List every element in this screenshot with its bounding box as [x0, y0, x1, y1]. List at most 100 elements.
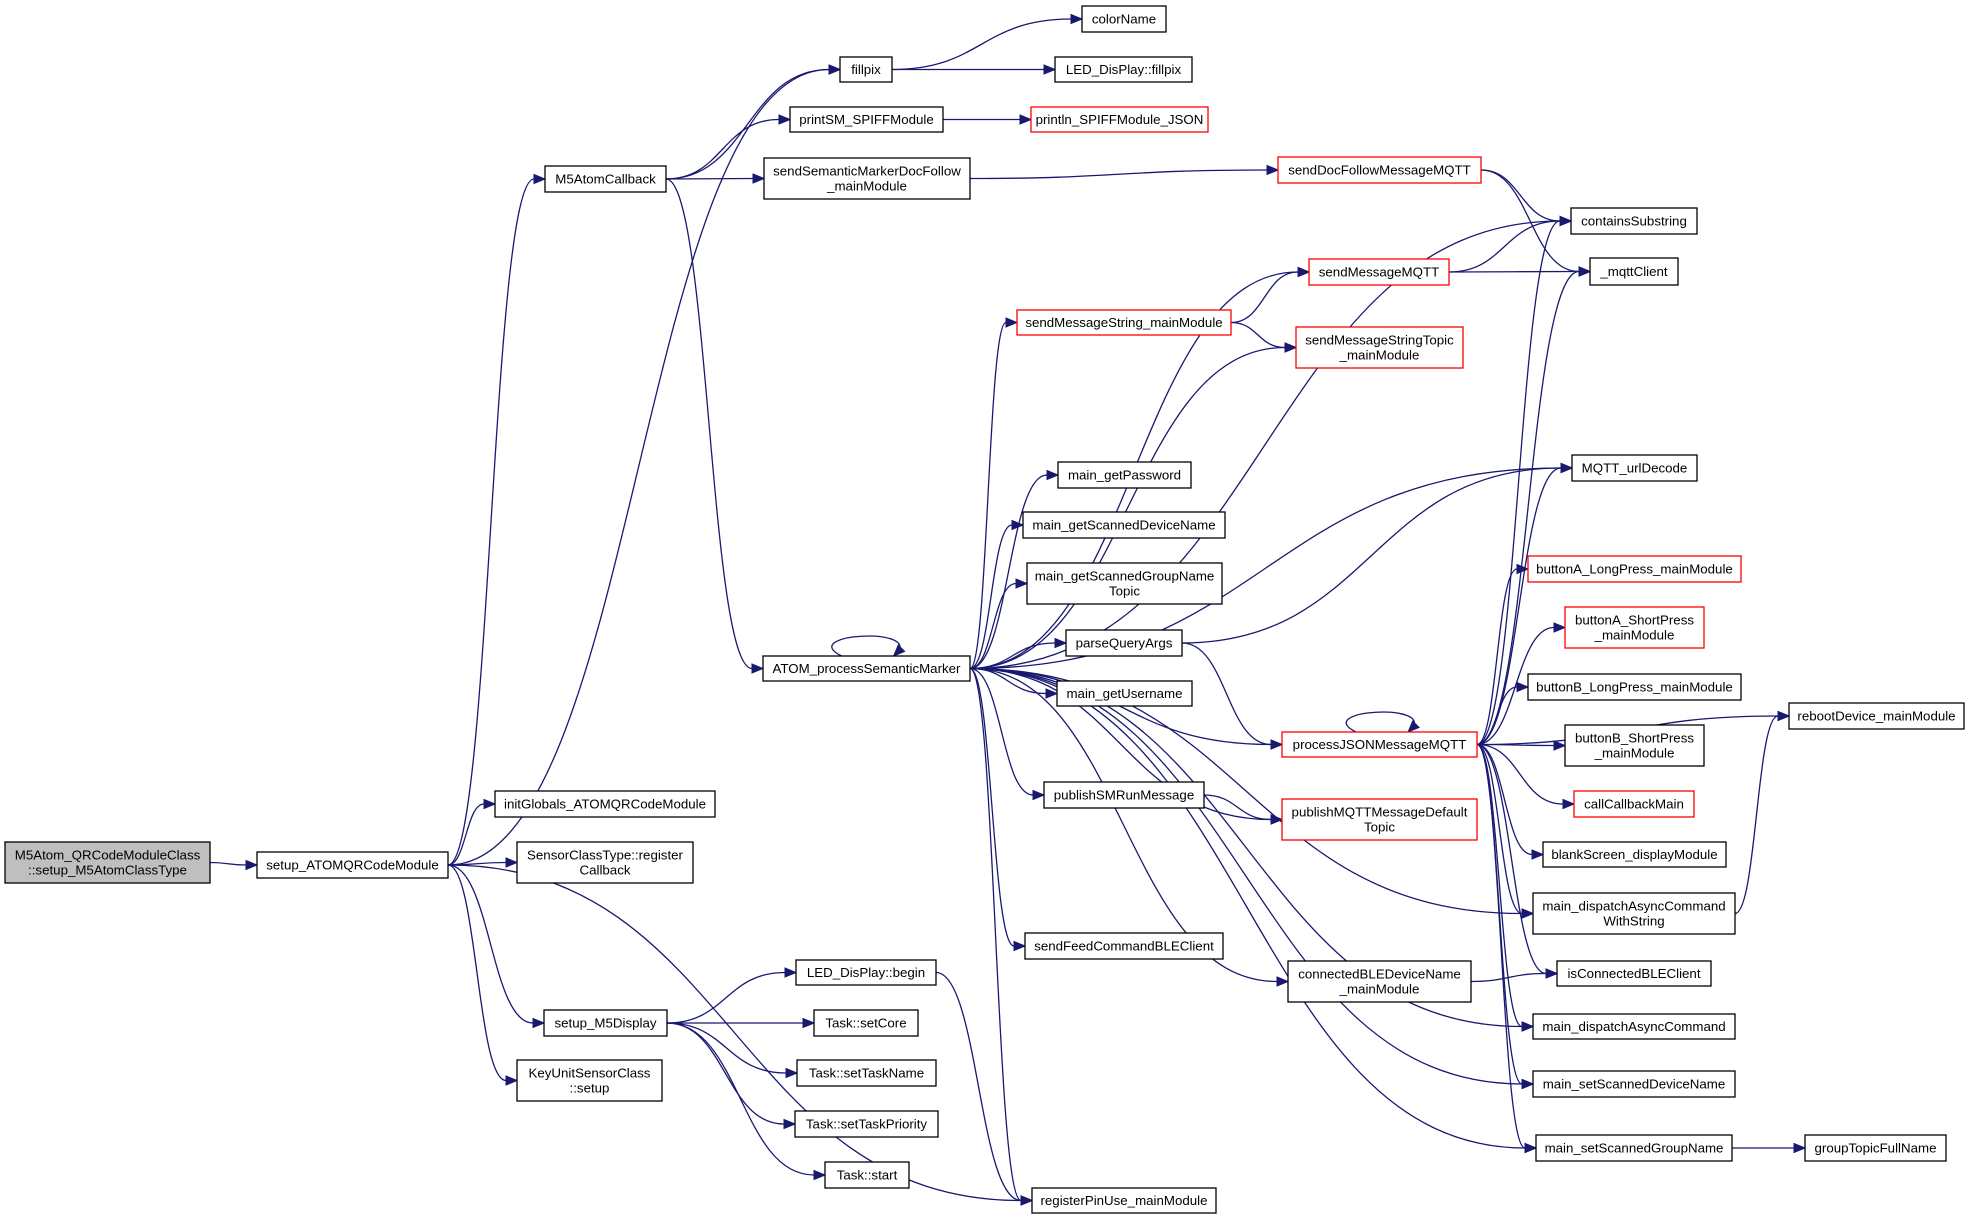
edge-line — [665, 68, 830, 180]
node-blankscreen-displaymodule[interactable]: blankScreen_displayModule — [1542, 841, 1727, 868]
node-box — [1589, 257, 1679, 286]
node-publishsmrunmessage[interactable]: publishSMRunMessage — [1043, 781, 1205, 809]
node-rebootdevice-mainmodule[interactable]: rebootDevice_mainModule — [1788, 702, 1965, 730]
edge-line — [1230, 271, 1299, 324]
edge-atomProc-to-atomProc — [831, 635, 906, 657]
arrowhead-icon — [1553, 622, 1567, 633]
edge-setupM5Disp-to-setTaskPrio — [666, 1022, 797, 1130]
edge-line — [935, 971, 1022, 1202]
node-label: main_setScannedGroupName — [1545, 1141, 1724, 1156]
edge-setupAtom-to-setupM5Disp — [447, 864, 546, 1029]
node-sendmessagestring-mainmodule[interactable]: sendMessageString_mainModule — [1016, 309, 1232, 336]
arrowhead-icon — [828, 64, 842, 75]
edge-setupAtom-to-keyUnit — [447, 864, 519, 1086]
node-led-display-begin[interactable]: LED_DisPlay::begin — [795, 959, 937, 986]
node-main-getscanneddevicename[interactable]: main_getScannedDeviceName — [1022, 511, 1226, 539]
node-label: sendMessageString_mainModule — [1025, 315, 1222, 330]
node-task-start[interactable]: Task::start — [824, 1161, 910, 1189]
node-box — [1081, 5, 1167, 33]
arrowhead-icon — [1559, 215, 1573, 227]
arrowhead-icon — [813, 1169, 827, 1181]
node-box — [1016, 309, 1232, 336]
node-parsequeryargs[interactable]: parseQueryArgs — [1065, 629, 1183, 657]
node-main-setscannedgroupname[interactable]: main_setScannedGroupName — [1535, 1134, 1733, 1162]
edge-line — [1476, 568, 1518, 746]
node-senddocfollowmessagemqtt[interactable]: sendDocFollowMessageMQTT — [1277, 156, 1482, 184]
node-task-setcore[interactable]: Task::setCore — [813, 1009, 919, 1037]
node-initglobals-atomqrcodemodule[interactable]: initGlobals_ATOMQRCodeModule — [494, 790, 716, 818]
node-m5atomcallback[interactable]: M5AtomCallback — [544, 165, 667, 193]
node-processjsonmessagemqtt[interactable]: processJSONMessageMQTT — [1281, 731, 1478, 758]
edge-line — [969, 321, 1007, 670]
node-main-dispatchasynccommand[interactable]: main_dispatchAsyncCommand — [1532, 1013, 1736, 1040]
node-setup-atomqrcodemodule[interactable]: setup_ATOMQRCodeModule — [256, 851, 449, 879]
node-label: ATOM_processSemanticMarker — [773, 661, 962, 676]
edge-procJSON-to-mqttClient — [1476, 266, 1592, 746]
node-callcallbackmain[interactable]: callCallbackMain — [1573, 790, 1695, 818]
node-sendmessagemqtt[interactable]: sendMessageMQTT — [1308, 258, 1450, 286]
node-sendfeedcommandbleclient[interactable]: sendFeedCommandBLEClient — [1024, 932, 1224, 960]
node-main-getpassword[interactable]: main_getPassword — [1057, 461, 1192, 489]
arrowhead-icon — [1531, 849, 1545, 860]
node-printsm-spiffmodule[interactable]: printSM_SPIFFModule — [789, 106, 944, 133]
node-colorname[interactable]: colorName — [1081, 5, 1167, 33]
node-task-settaskpriority[interactable]: Task::setTaskPriority — [794, 1110, 939, 1138]
edge-procJSON-to-procJSON — [1345, 711, 1420, 733]
node-isconnectedbleclient[interactable]: isConnectedBLEClient — [1556, 960, 1712, 987]
node-containssubstring[interactable]: containsSubstring — [1570, 207, 1698, 235]
node-grouptopicfullname[interactable]: groupTopicFullName — [1804, 1134, 1947, 1162]
arrowhead-icon — [1407, 720, 1420, 733]
node-label: _mqttClient — [1599, 264, 1668, 279]
node-sendsemanticmarkerdocfollow-mainmodule[interactable]: sendSemanticMarkerDocFollow_mainModule — [763, 157, 971, 200]
edge-line — [1476, 626, 1555, 746]
node-label: M5AtomCallback — [555, 172, 656, 187]
node-label: buttonB_LongPress_mainModule — [1536, 680, 1733, 695]
node-sendmessagestringtopic-mainmodule[interactable]: sendMessageStringTopic_mainModule — [1295, 326, 1464, 369]
node-connectedbledevicename-mainmodule[interactable]: connectedBLEDeviceName_mainModule — [1287, 960, 1472, 1003]
node-box — [1043, 781, 1205, 809]
arrowhead-icon — [783, 1118, 797, 1130]
arrowhead-icon — [1046, 469, 1060, 481]
node-main-getusername[interactable]: main_getUsername — [1056, 680, 1193, 707]
node-setup-m5display[interactable]: setup_M5Display — [543, 1009, 668, 1037]
node-label: setup_ATOMQRCodeModule — [266, 858, 438, 873]
node-mqtt-urldecode[interactable]: MQTT_urlDecode — [1571, 454, 1698, 482]
node-box — [795, 959, 937, 986]
node-box — [763, 157, 971, 200]
node-buttonb-longpress-mainmodule[interactable]: buttonB_LongPress_mainModule — [1527, 673, 1742, 701]
node-box — [494, 790, 716, 818]
node-box — [1527, 673, 1742, 701]
node-label: sendMessageMQTT — [1319, 265, 1439, 280]
node-task-settaskname[interactable]: Task::setTaskName — [796, 1059, 937, 1087]
node-keyunitsensorclass-setup[interactable]: KeyUnitSensorClass::setup — [516, 1059, 663, 1102]
node-led-display-fillpix[interactable]: LED_DisPlay::fillpix — [1054, 56, 1193, 83]
arrowhead-icon — [1516, 681, 1530, 693]
edge-publishSMRun-to-publishDefault — [1203, 794, 1284, 825]
node-atom-processsemanticmarker[interactable]: ATOM_processSemanticMarker — [762, 655, 971, 682]
node-box — [1573, 790, 1695, 818]
arrowhead-icon — [1562, 798, 1576, 810]
node-fillpix[interactable]: fillpix — [839, 56, 893, 83]
node-buttona-shortpress-mainmodule[interactable]: buttonA_ShortPress_mainModule — [1564, 606, 1705, 649]
node-box — [516, 841, 694, 884]
node-label: main_getScannedDeviceName — [1032, 518, 1215, 533]
node-buttona-longpress-mainmodule[interactable]: buttonA_LongPress_mainModule — [1527, 555, 1742, 583]
node-label: rebootDevice_mainModule — [1797, 709, 1955, 724]
node-buttonb-shortpress-mainmodule[interactable]: buttonB_ShortPress_mainModule — [1564, 724, 1705, 767]
node-m5atom-qrcodemoduleclass-setup-m5atomclasstype[interactable]: M5Atom_QRCodeModuleClass::setup_M5AtomCl… — [4, 841, 211, 884]
node-label: main_dispatchAsyncCommand — [1542, 1019, 1725, 1034]
arrowhead-icon — [892, 644, 906, 657]
node-mqttclient[interactable]: _mqttClient — [1589, 257, 1679, 286]
node-registerpinuse-mainmodule[interactable]: registerPinUse_mainModule — [1031, 1187, 1217, 1214]
node-println-spiffmodule-json[interactable]: println_SPIFFModule_JSON — [1030, 106, 1209, 133]
edge-line — [1345, 711, 1415, 733]
edge-printSM-to-println — [943, 114, 1033, 125]
node-label: sendFeedCommandBLEClient — [1034, 939, 1214, 954]
node-main-setscanneddevicename[interactable]: main_setScannedDeviceName — [1532, 1070, 1736, 1098]
node-box — [1065, 629, 1183, 657]
